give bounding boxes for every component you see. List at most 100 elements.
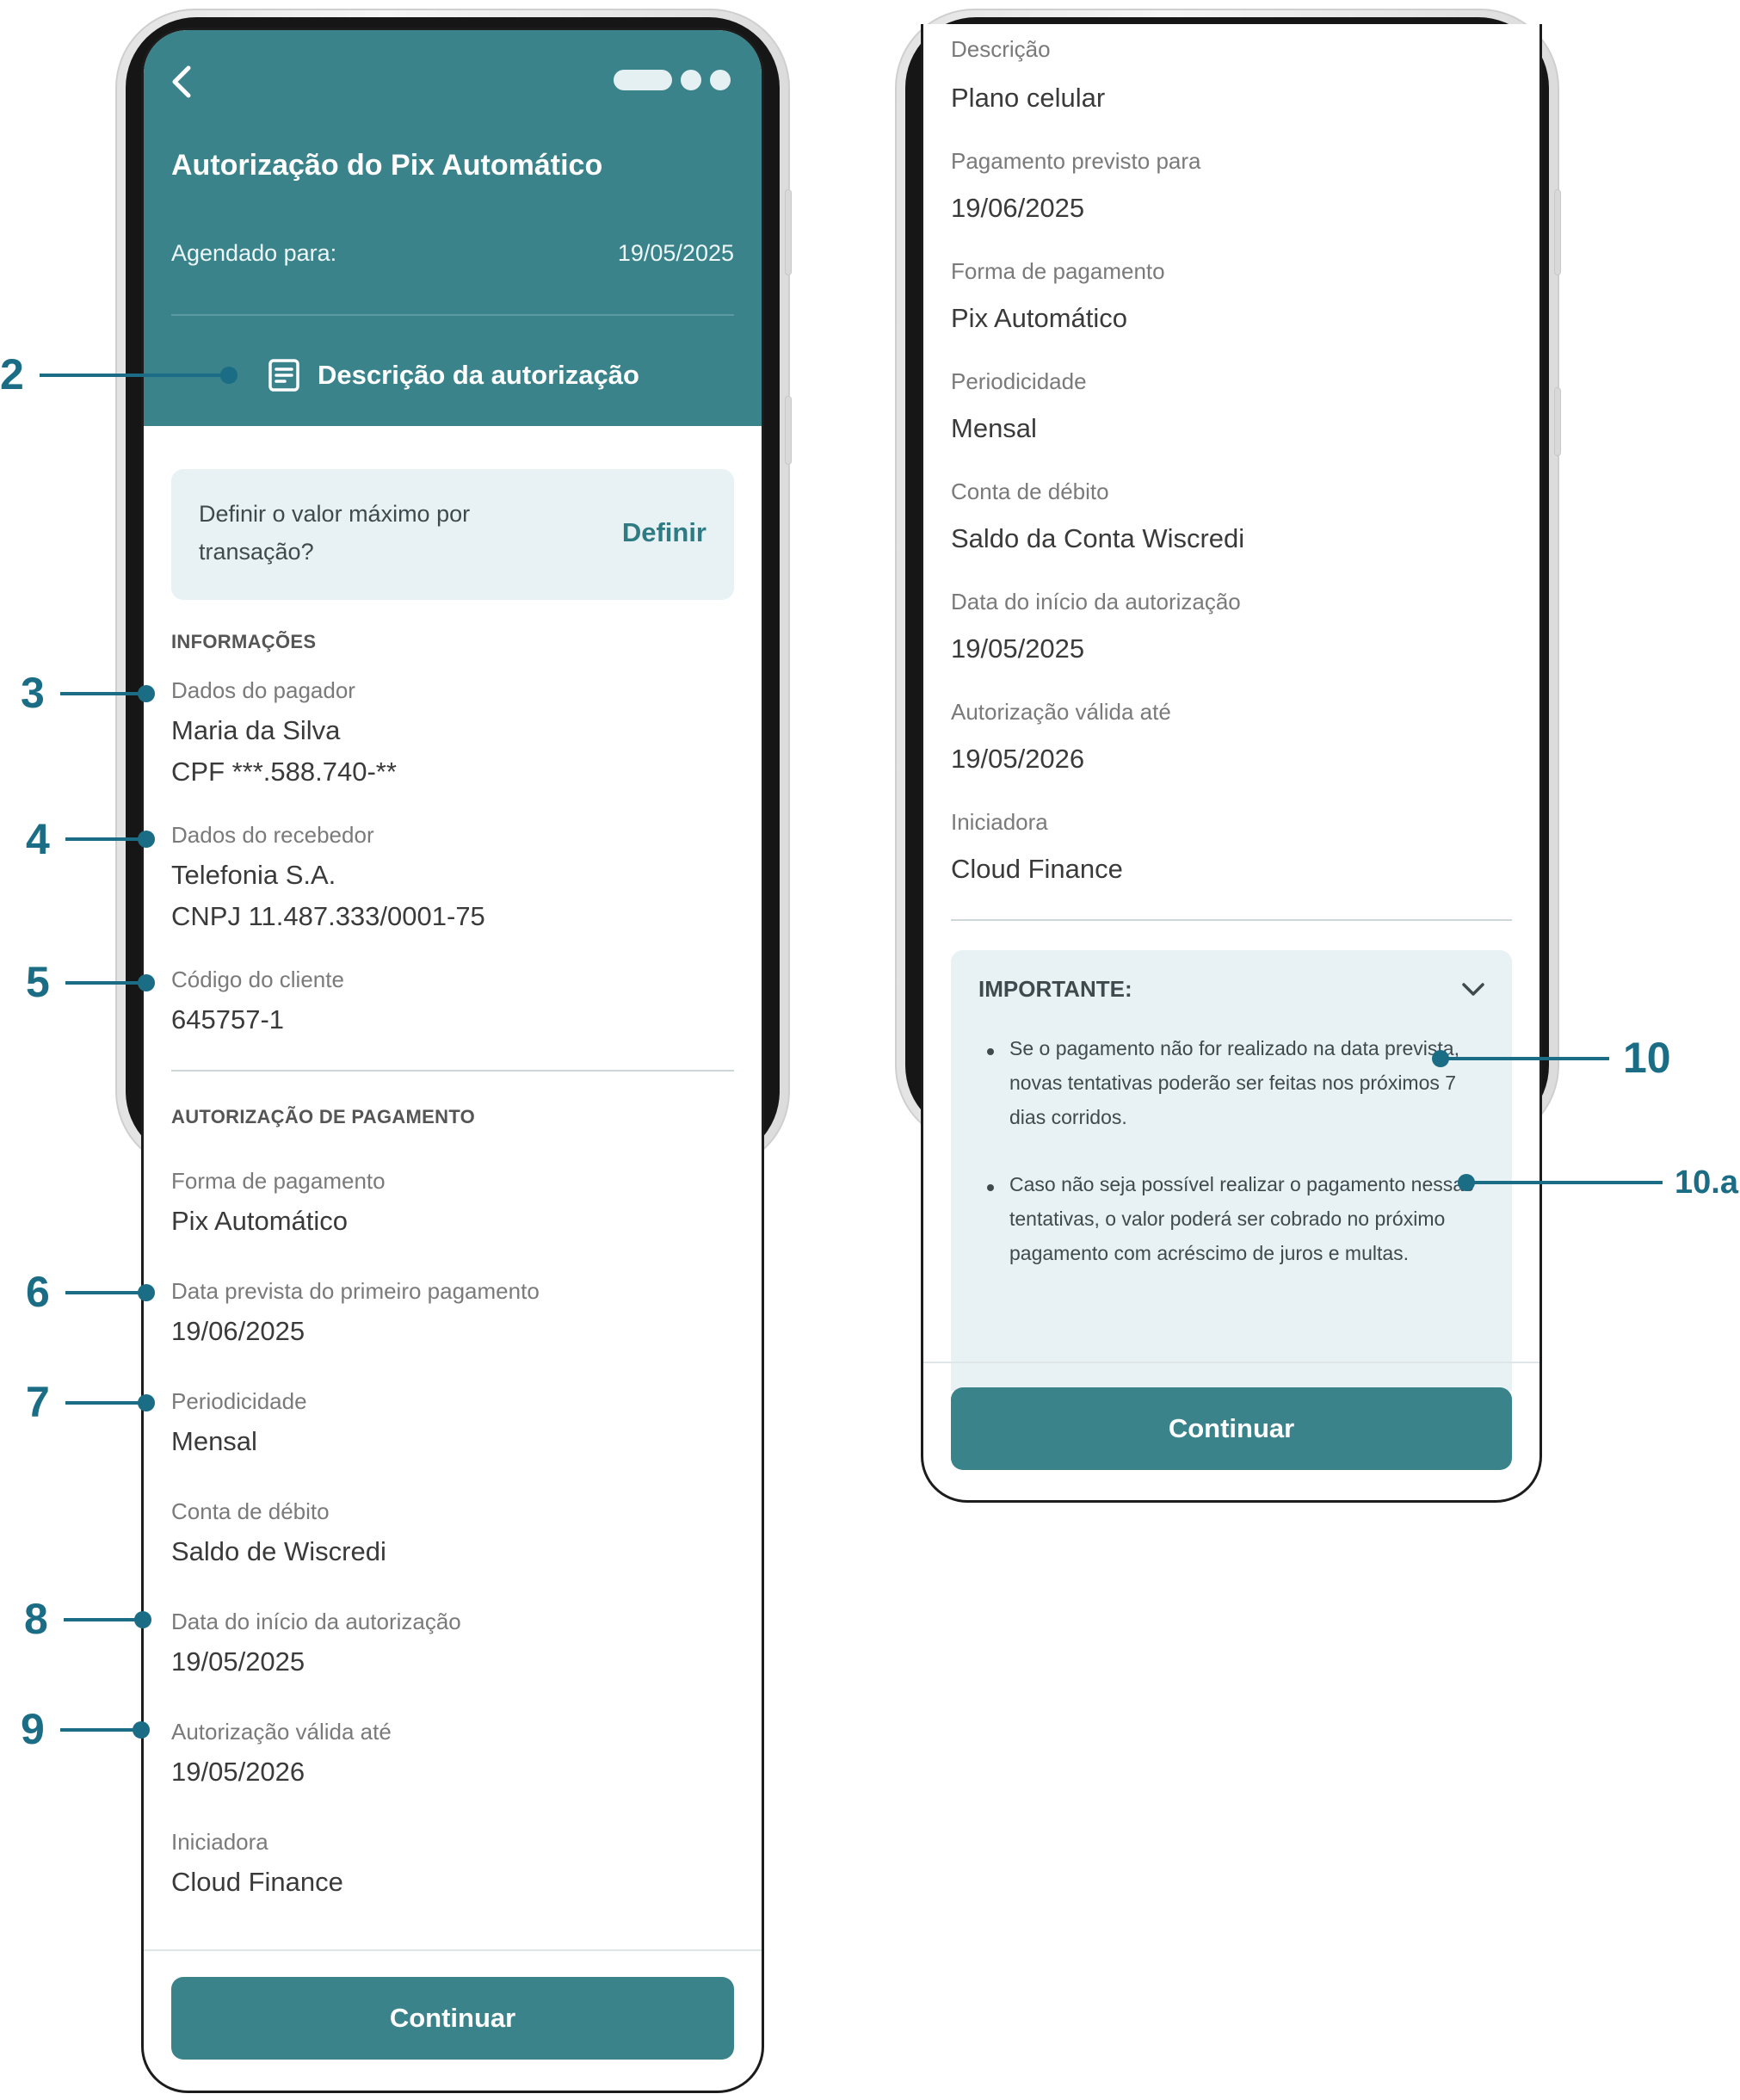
annotation-number: 10.a bbox=[1675, 1164, 1738, 1201]
annotation-number: 7 bbox=[26, 1378, 50, 1426]
right-screen: Descrição Plano celular Pagamento previs… bbox=[921, 24, 1542, 1503]
annotation-number: 8 bbox=[24, 1595, 48, 1643]
footer-divider bbox=[144, 1949, 762, 1951]
payment-method: Pix Automático bbox=[171, 1206, 349, 1236]
description-link-label: Descrição da autorização bbox=[318, 360, 639, 390]
annotation-line bbox=[60, 692, 146, 695]
annotation-number: 5 bbox=[26, 958, 50, 1006]
annotation-line bbox=[40, 374, 231, 377]
important-box: IMPORTANTE: Se o pagamento não for reali… bbox=[951, 950, 1512, 1391]
left-side-button bbox=[785, 396, 792, 465]
define-button[interactable]: Definir bbox=[621, 517, 706, 547]
start-date-label: Data do início da autorização bbox=[171, 1609, 461, 1634]
back-arrow-icon[interactable] bbox=[164, 61, 199, 102]
section-divider bbox=[951, 919, 1512, 921]
frequency-label: Periodicidade bbox=[951, 368, 1087, 394]
debit-account: Saldo de Wiscredi bbox=[171, 1536, 386, 1566]
scheduled-label: Agendado para: bbox=[171, 240, 337, 266]
section-title-info: INFORMAÇÕES bbox=[171, 631, 317, 652]
important-bullet-2: Caso não seja possível realizar o pagame… bbox=[1009, 1173, 1474, 1264]
valid-until-label: Autorização válida até bbox=[951, 699, 1171, 725]
initiator: Cloud Finance bbox=[171, 1867, 343, 1897]
annotation-dot bbox=[138, 685, 155, 702]
annotation-line bbox=[1466, 1181, 1663, 1184]
status-dot bbox=[681, 70, 701, 90]
payer-name: Maria da Silva bbox=[171, 715, 341, 745]
payment-method-label: Forma de pagamento bbox=[951, 258, 1165, 284]
annotation-number: 10 bbox=[1623, 1034, 1671, 1082]
receiver-document: CNPJ 11.487.333/0001-75 bbox=[171, 901, 485, 931]
annotation-dot bbox=[134, 1611, 151, 1628]
annotation-line bbox=[64, 1618, 145, 1621]
annotation-number: 9 bbox=[21, 1705, 45, 1753]
scheduled-date: 19/05/2025 bbox=[617, 240, 734, 266]
frequency: Mensal bbox=[951, 413, 1037, 443]
initiator: Cloud Finance bbox=[951, 854, 1123, 884]
start-date-label: Data do início da autorização bbox=[951, 589, 1241, 615]
annotation-line bbox=[65, 837, 146, 841]
annotation-number: 6 bbox=[26, 1268, 50, 1316]
client-code-label: Código do cliente bbox=[171, 967, 344, 992]
document-icon bbox=[268, 359, 299, 392]
description-label: Descrição bbox=[951, 36, 1051, 62]
important-bullet-1: Se o pagamento não for realizado na data… bbox=[1009, 1037, 1459, 1128]
expected-payment-label: Pagamento previsto para bbox=[951, 148, 1201, 174]
debit-account-label: Conta de débito bbox=[171, 1498, 330, 1524]
client-code: 645757-1 bbox=[171, 1004, 285, 1035]
valid-until-date: 19/05/2026 bbox=[951, 744, 1085, 774]
chevron-down-icon[interactable] bbox=[1459, 976, 1488, 1002]
description: Plano celular bbox=[951, 83, 1106, 113]
initiator-label: Iniciadora bbox=[951, 809, 1048, 835]
annotation-dot bbox=[138, 1394, 155, 1411]
status-pill bbox=[614, 70, 672, 90]
receiver-label: Dados do recebedor bbox=[171, 822, 374, 848]
section-title-payment: AUTORIZAÇÃO DE PAGAMENTO bbox=[171, 1106, 476, 1127]
header-divider bbox=[171, 314, 734, 316]
annotation-line bbox=[60, 1728, 141, 1732]
expected-payment-date: 19/06/2025 bbox=[951, 193, 1085, 223]
payment-method-label: Forma de pagamento bbox=[171, 1168, 386, 1194]
max-value-box: Definir o valor máximo por transação? De… bbox=[171, 469, 734, 600]
start-date: 19/05/2025 bbox=[951, 633, 1085, 664]
annotation-dot bbox=[138, 1284, 155, 1301]
bullet-dot bbox=[987, 1184, 994, 1191]
right-side-button bbox=[1554, 189, 1561, 275]
status-dot bbox=[710, 70, 731, 90]
annotation-number: 3 bbox=[21, 669, 45, 717]
annotation-line bbox=[65, 1291, 146, 1294]
annotation-dot bbox=[220, 367, 238, 384]
section-divider bbox=[171, 1070, 734, 1072]
annotation-dot bbox=[133, 1721, 150, 1739]
first-payment-date: 19/06/2025 bbox=[171, 1316, 305, 1346]
right-side-button bbox=[1554, 387, 1561, 456]
left-screen: Autorização do Pix Automático Agendado p… bbox=[141, 28, 764, 2093]
continue-button[interactable]: Continuar bbox=[951, 1387, 1512, 1470]
description-link[interactable]: Descrição da autorização bbox=[144, 357, 762, 393]
initiator-label: Iniciadora bbox=[171, 1829, 268, 1855]
valid-until-label: Autorização válida até bbox=[171, 1719, 392, 1745]
important-title: IMPORTANTE: bbox=[978, 976, 1132, 1002]
start-date: 19/05/2025 bbox=[171, 1646, 305, 1677]
frequency-label: Periodicidade bbox=[171, 1388, 307, 1414]
annotation-number: 4 bbox=[26, 815, 50, 863]
annotation-dot bbox=[138, 831, 155, 848]
max-value-question: Definir o valor máximo por transação? bbox=[199, 501, 471, 565]
left-side-button bbox=[785, 189, 792, 275]
annotation-line bbox=[65, 981, 146, 985]
first-payment-label: Data prevista do primeiro pagamento bbox=[171, 1278, 540, 1304]
continue-button[interactable]: Continuar bbox=[171, 1977, 734, 2060]
annotation-line bbox=[65, 1401, 146, 1405]
debit-account: Saldo da Conta Wiscredi bbox=[951, 523, 1245, 553]
debit-account-label: Conta de débito bbox=[951, 479, 1109, 504]
app-header: Autorização do Pix Automático Agendado p… bbox=[144, 30, 762, 426]
annotation-number: 2 bbox=[0, 350, 24, 398]
annotation-dot bbox=[138, 974, 155, 991]
page-title: Autorização do Pix Automático bbox=[171, 149, 603, 182]
bullet-dot bbox=[987, 1048, 994, 1055]
payer-label: Dados do pagador bbox=[171, 677, 355, 703]
frequency: Mensal bbox=[171, 1426, 257, 1456]
footer-divider bbox=[923, 1362, 1539, 1363]
payer-document: CPF ***.588.740-** bbox=[171, 757, 397, 787]
valid-until-date: 19/05/2026 bbox=[171, 1757, 305, 1787]
receiver-name: Telefonia S.A. bbox=[171, 860, 336, 890]
